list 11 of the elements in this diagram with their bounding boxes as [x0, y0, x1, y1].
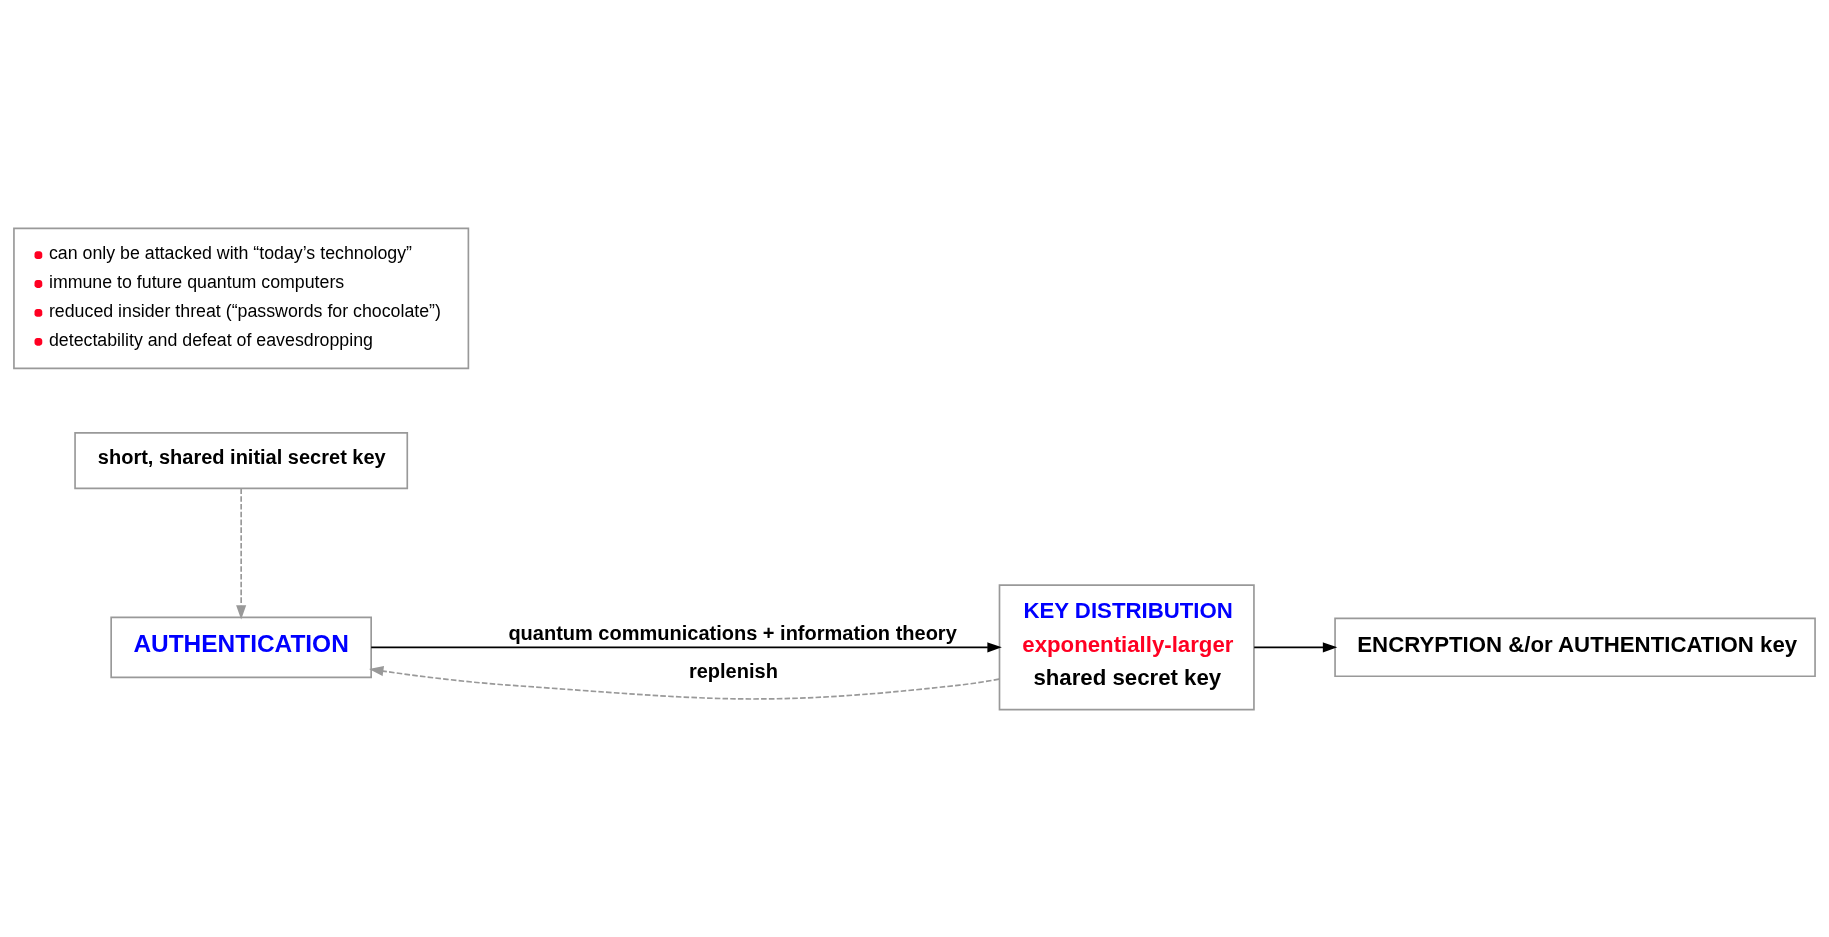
node-box: ENCRYPTION &/or AUTHENTICATION key	[1334, 617, 1816, 677]
node-box: KEY DISTRIBUTION exponentially-larger shared secret key	[998, 583, 1255, 710]
node-box: short, shared initial secret key	[74, 431, 409, 489]
arrow	[1253, 641, 1338, 652]
node-box: AUTHENTICATION	[110, 616, 372, 678]
node-box: can only be attacked with “today’s technology” immune to future quantum computers reduced insider threat (“passwords for chocolate”) detectability and defeat of eavesdropping	[13, 227, 470, 369]
edge-label: replenish	[688, 659, 778, 682]
arrow	[236, 487, 247, 620]
arrow	[370, 641, 1002, 652]
arrow	[369, 665, 1000, 700]
edge-label: quantum communications + information theory	[508, 621, 957, 644]
